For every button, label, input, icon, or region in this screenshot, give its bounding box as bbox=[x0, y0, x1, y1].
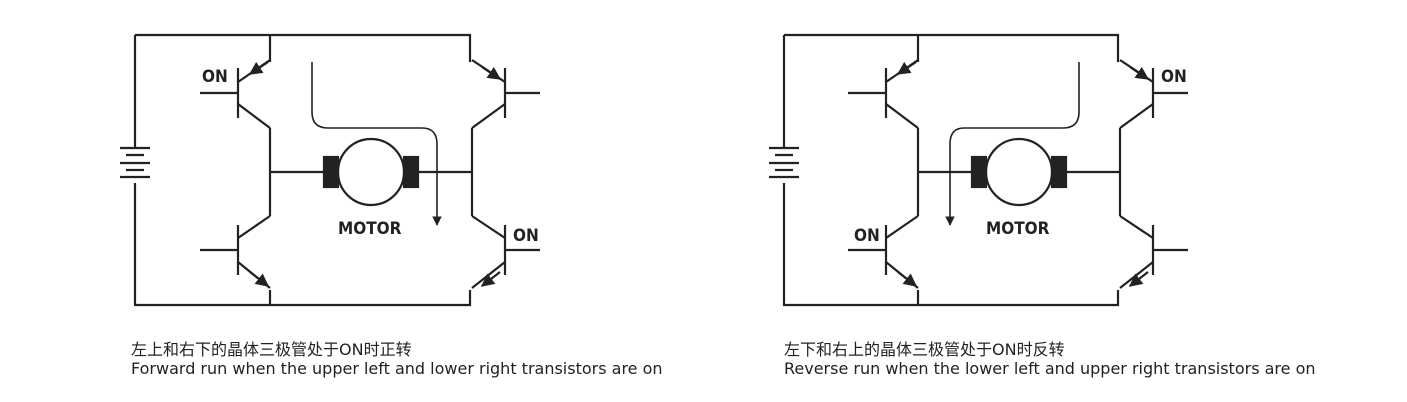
transistor-lower-right bbox=[470, 172, 540, 289]
motor-label: MOTOR bbox=[986, 219, 1050, 239]
forward-caption-zh: 左上和右下的晶体三极管处于ON时正转 bbox=[131, 340, 412, 359]
left-supply-wire bbox=[782, 35, 1120, 307]
forward-circuit bbox=[120, 33, 540, 307]
reverse-caption-en: Reverse run when the lower left and uppe… bbox=[784, 359, 1316, 378]
motor-brush-right bbox=[1050, 155, 1068, 189]
motor-symbol bbox=[984, 137, 1054, 207]
transistor-upper-left bbox=[200, 59, 272, 172]
battery bbox=[120, 146, 150, 179]
motor-label: MOTOR bbox=[338, 219, 402, 239]
motor-brush-left bbox=[970, 155, 988, 189]
transistor-lower-right bbox=[1118, 172, 1188, 289]
transistor-upper-right bbox=[470, 59, 540, 172]
top-rail bbox=[135, 33, 472, 62]
forward-caption-en: Forward run when the upper left and lowe… bbox=[131, 359, 663, 378]
transistor-lower-left bbox=[200, 172, 272, 289]
reverse-circuit bbox=[769, 33, 1188, 307]
battery bbox=[769, 146, 799, 179]
on-label-upper-left: ON bbox=[202, 67, 228, 87]
transistor-lower-left bbox=[848, 172, 920, 289]
motor-brush-right bbox=[402, 155, 420, 189]
motor-symbol bbox=[336, 137, 406, 207]
left-supply-wire bbox=[133, 35, 472, 307]
top-rail bbox=[784, 33, 1120, 62]
reverse-labels: ON ON MOTOR bbox=[854, 67, 1187, 246]
current-flow-arrow bbox=[945, 62, 1080, 226]
transistor-upper-left bbox=[848, 59, 920, 172]
forward-labels: ON ON MOTOR bbox=[202, 67, 539, 246]
reverse-caption-zh: 左下和右上的晶体三极管处于ON时反转 bbox=[784, 340, 1065, 359]
motor-brush-left bbox=[322, 155, 340, 189]
on-label-lower-right: ON bbox=[513, 226, 539, 246]
transistor-upper-right bbox=[1118, 59, 1188, 172]
on-label-lower-left: ON bbox=[854, 226, 880, 246]
current-flow-arrow bbox=[311, 62, 442, 226]
on-label-upper-right: ON bbox=[1161, 67, 1187, 87]
